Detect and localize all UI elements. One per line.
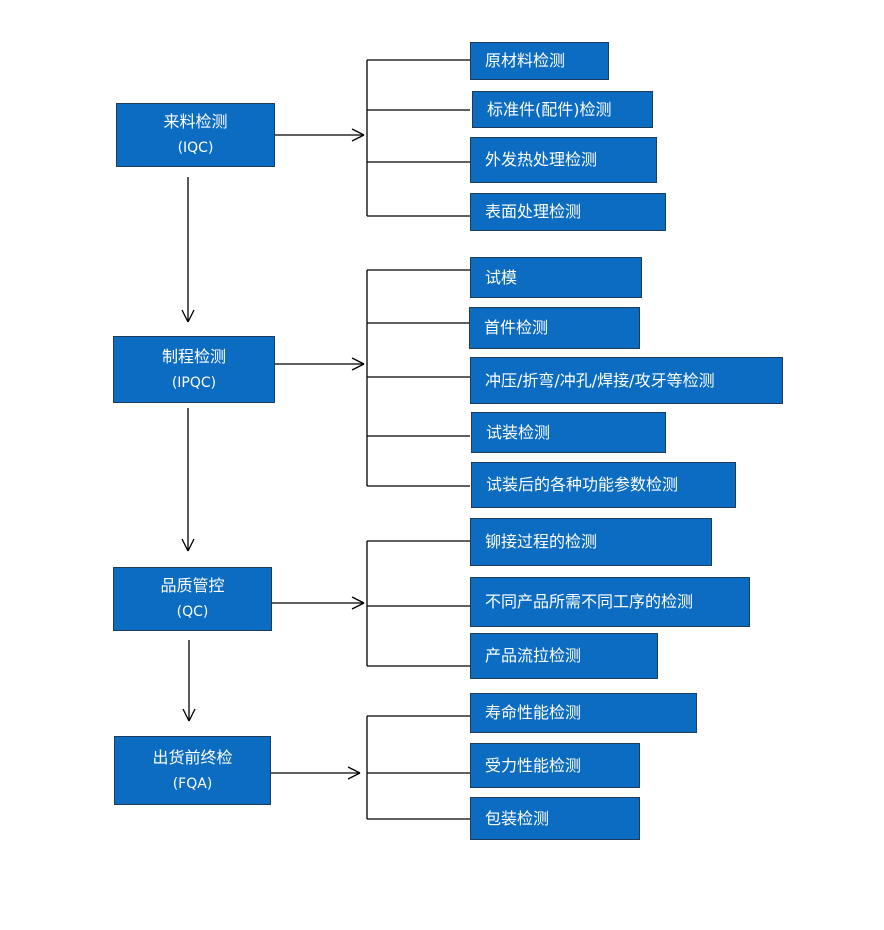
stage-code: (IPQC) [171, 374, 217, 391]
arrow-head [187, 538, 195, 552]
arrow-head [351, 363, 365, 371]
fqa-item-lifespan: 寿命性能检测 [470, 693, 697, 733]
arrow-head [187, 309, 195, 323]
arrow-head [347, 772, 361, 780]
arrow-head [351, 134, 365, 142]
qc-item-riveting: 铆接过程的检测 [470, 518, 712, 566]
arrow-head [182, 708, 190, 722]
iqc-item-surface-treatment: 表面处理检测 [470, 193, 666, 231]
iqc-item-heat-treatment: 外发热处理检测 [470, 137, 657, 183]
ipqc-item-trial-assembly: 试装检测 [471, 412, 666, 453]
arrow-head [351, 128, 365, 136]
stage-title: 来料检测 [163, 112, 228, 131]
ipqc-item-first-article: 首件检测 [469, 307, 640, 349]
arrow-head [351, 596, 365, 604]
stage-title: 品质管控 [160, 576, 225, 595]
ipqc-item-trial-mold: 试模 [470, 257, 642, 298]
arrow-head [347, 766, 361, 774]
stage-code: (IQC) [177, 140, 214, 156]
arrow-head [181, 538, 189, 552]
stage-title: 制程检测 [161, 346, 226, 366]
stage-qc-box: 品质管控 (QC) [113, 567, 272, 631]
stage-title: 出货前终检 [152, 747, 233, 767]
arrow-head [188, 708, 196, 722]
arrow-head [181, 309, 189, 323]
iqc-item-standard-parts: 标准件(配件)检测 [472, 91, 653, 128]
ipqc-item-stamping-process: 冲压/折弯/冲孔/焊接/攻牙等检测 [470, 357, 783, 404]
stage-fqa-box: 出货前终检 (FQA) [114, 736, 271, 805]
arrow-head [351, 602, 365, 610]
stage-code: (FQA) [172, 775, 213, 792]
stage-code: (QC) [176, 604, 209, 620]
fqa-item-load-bearing: 受力性能检测 [470, 743, 640, 788]
qc-item-production-line: 产品流拉检测 [470, 633, 658, 679]
stage-ipqc-box: 制程检测 (IPQC) [113, 336, 275, 403]
ipqc-item-function-params: 试装后的各种功能参数检测 [471, 462, 736, 508]
arrow-head [351, 357, 365, 365]
stage-iqc-box: 来料检测 (IQC) [116, 103, 275, 167]
fqa-item-packaging: 包装检测 [470, 797, 640, 840]
iqc-item-raw-material: 原材料检测 [470, 42, 609, 80]
qc-item-process-per-product: 不同产品所需不同工序的检测 [470, 577, 750, 627]
